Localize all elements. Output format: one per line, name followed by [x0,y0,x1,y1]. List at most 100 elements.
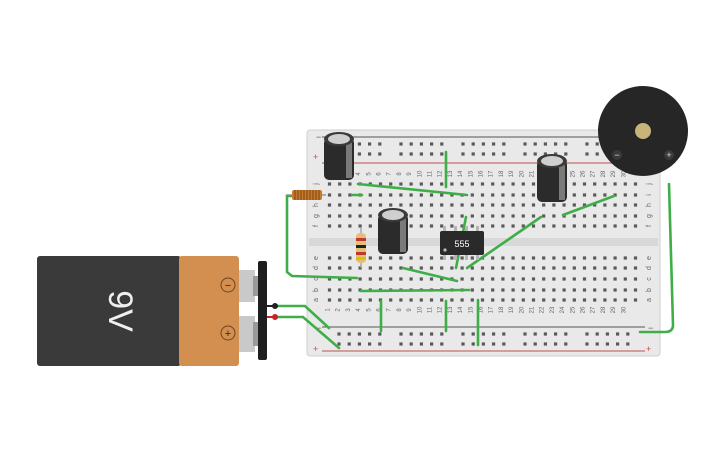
breadboard-hole[interactable] [389,256,393,260]
breadboard-hole[interactable] [471,152,475,156]
breadboard-hole[interactable] [419,193,423,197]
breadboard-hole[interactable] [429,214,434,218]
breadboard-hole[interactable] [582,277,587,281]
breadboard-hole[interactable] [378,342,382,346]
breadboard-hole[interactable] [531,203,536,207]
breadboard-hole[interactable] [378,256,383,260]
breadboard-hole[interactable] [409,142,413,146]
breadboard-hole[interactable] [562,288,566,292]
breadboard-hole[interactable] [613,203,617,207]
breadboard-hole[interactable] [616,342,620,346]
breadboard-hole[interactable] [399,142,403,146]
breadboard-hole[interactable] [409,298,413,302]
breadboard-hole[interactable] [358,266,362,270]
breadboard-hole[interactable] [572,277,576,281]
breadboard-hole[interactable] [327,277,332,281]
breadboard-hole[interactable] [460,203,464,207]
breadboard-hole[interactable] [491,288,495,292]
breadboard-hole[interactable] [389,193,393,197]
breadboard-hole[interactable] [633,277,638,281]
breadboard-hole[interactable] [378,277,383,281]
breadboard-hole[interactable] [368,342,372,346]
piezo-buzzer[interactable]: − + [598,86,688,176]
breadboard-hole[interactable] [348,193,352,197]
breadboard-hole[interactable] [481,342,485,346]
breadboard-hole[interactable] [491,182,495,186]
breadboard-hole[interactable] [521,182,525,186]
breadboard-hole[interactable] [521,277,525,281]
breadboard-hole[interactable] [338,182,342,186]
wire-top-left-diagonal[interactable] [356,182,469,197]
breadboard-hole[interactable] [511,277,515,281]
breadboard-hole[interactable] [409,193,413,197]
breadboard-hole[interactable] [623,266,627,270]
breadboard-hole[interactable] [378,266,383,270]
breadboard-hole[interactable] [470,256,474,260]
breadboard-hole[interactable] [399,277,403,281]
breadboard-hole[interactable] [603,193,607,197]
breadboard-hole[interactable] [572,193,576,197]
breadboard-hole[interactable] [623,224,627,228]
breadboard-hole[interactable] [603,203,607,207]
breadboard-hole[interactable] [338,277,342,281]
breadboard-hole[interactable] [502,342,506,346]
breadboard-hole[interactable] [348,224,352,228]
breadboard-hole[interactable] [399,298,403,302]
breadboard-hole[interactable] [419,256,423,260]
breadboard-hole[interactable] [481,332,485,336]
breadboard-hole[interactable] [492,142,496,146]
breadboard-hole[interactable] [399,193,403,197]
breadboard-hole[interactable] [521,224,525,228]
breadboard-hole[interactable] [347,332,351,336]
breadboard-hole[interactable] [542,256,546,260]
breadboard-hole[interactable] [357,332,361,336]
breadboard-hole[interactable] [440,266,444,270]
breadboard-hole[interactable] [562,224,566,228]
breadboard-hole[interactable] [501,256,505,260]
breadboard-hole[interactable] [409,214,413,218]
breadboard-hole[interactable] [419,214,423,218]
breadboard-hole[interactable] [595,342,599,346]
breadboard-hole[interactable] [623,203,627,207]
breadboard-hole[interactable] [470,214,474,218]
breadboard-hole[interactable] [368,298,372,302]
breadboard-hole[interactable] [378,152,382,156]
breadboard-hole[interactable] [511,214,515,218]
breadboard-hole[interactable] [470,224,474,228]
breadboard-hole[interactable] [521,298,525,302]
breadboard-hole[interactable] [582,203,587,207]
breadboard-hole[interactable] [603,266,607,270]
breadboard-hole[interactable] [491,256,495,260]
breadboard-hole[interactable] [582,182,587,186]
breadboard-hole[interactable] [491,266,495,270]
breadboard-hole[interactable] [419,342,423,346]
breadboard-hole[interactable] [542,288,546,292]
breadboard-hole[interactable] [613,277,617,281]
breadboard-hole[interactable] [501,203,505,207]
breadboard-hole[interactable] [378,203,383,207]
breadboard-hole[interactable] [521,193,525,197]
breadboard-hole[interactable] [348,266,352,270]
breadboard-hole[interactable] [338,288,342,292]
breadboard-hole[interactable] [593,203,597,207]
breadboard-hole[interactable] [593,266,597,270]
breadboard-hole[interactable] [470,298,474,302]
breadboard-hole[interactable] [399,152,403,156]
breadboard-hole[interactable] [572,256,576,260]
breadboard-hole[interactable] [552,224,556,228]
breadboard-hole[interactable] [626,342,630,346]
breadboard-hole[interactable] [605,342,609,346]
breadboard-hole[interactable] [531,277,536,281]
breadboard-hole[interactable] [572,298,576,302]
breadboard-hole[interactable] [460,182,464,186]
breadboard-hole[interactable] [521,256,525,260]
breadboard-hole[interactable] [378,182,383,186]
breadboard-hole[interactable] [502,332,506,336]
breadboard-hole[interactable] [533,342,537,346]
resistor[interactable] [356,228,366,268]
breadboard-hole[interactable] [582,266,587,270]
breadboard-hole[interactable] [430,142,434,146]
breadboard-hole[interactable] [440,182,444,186]
breadboard-hole[interactable] [552,298,556,302]
breadboard-hole[interactable] [542,203,546,207]
